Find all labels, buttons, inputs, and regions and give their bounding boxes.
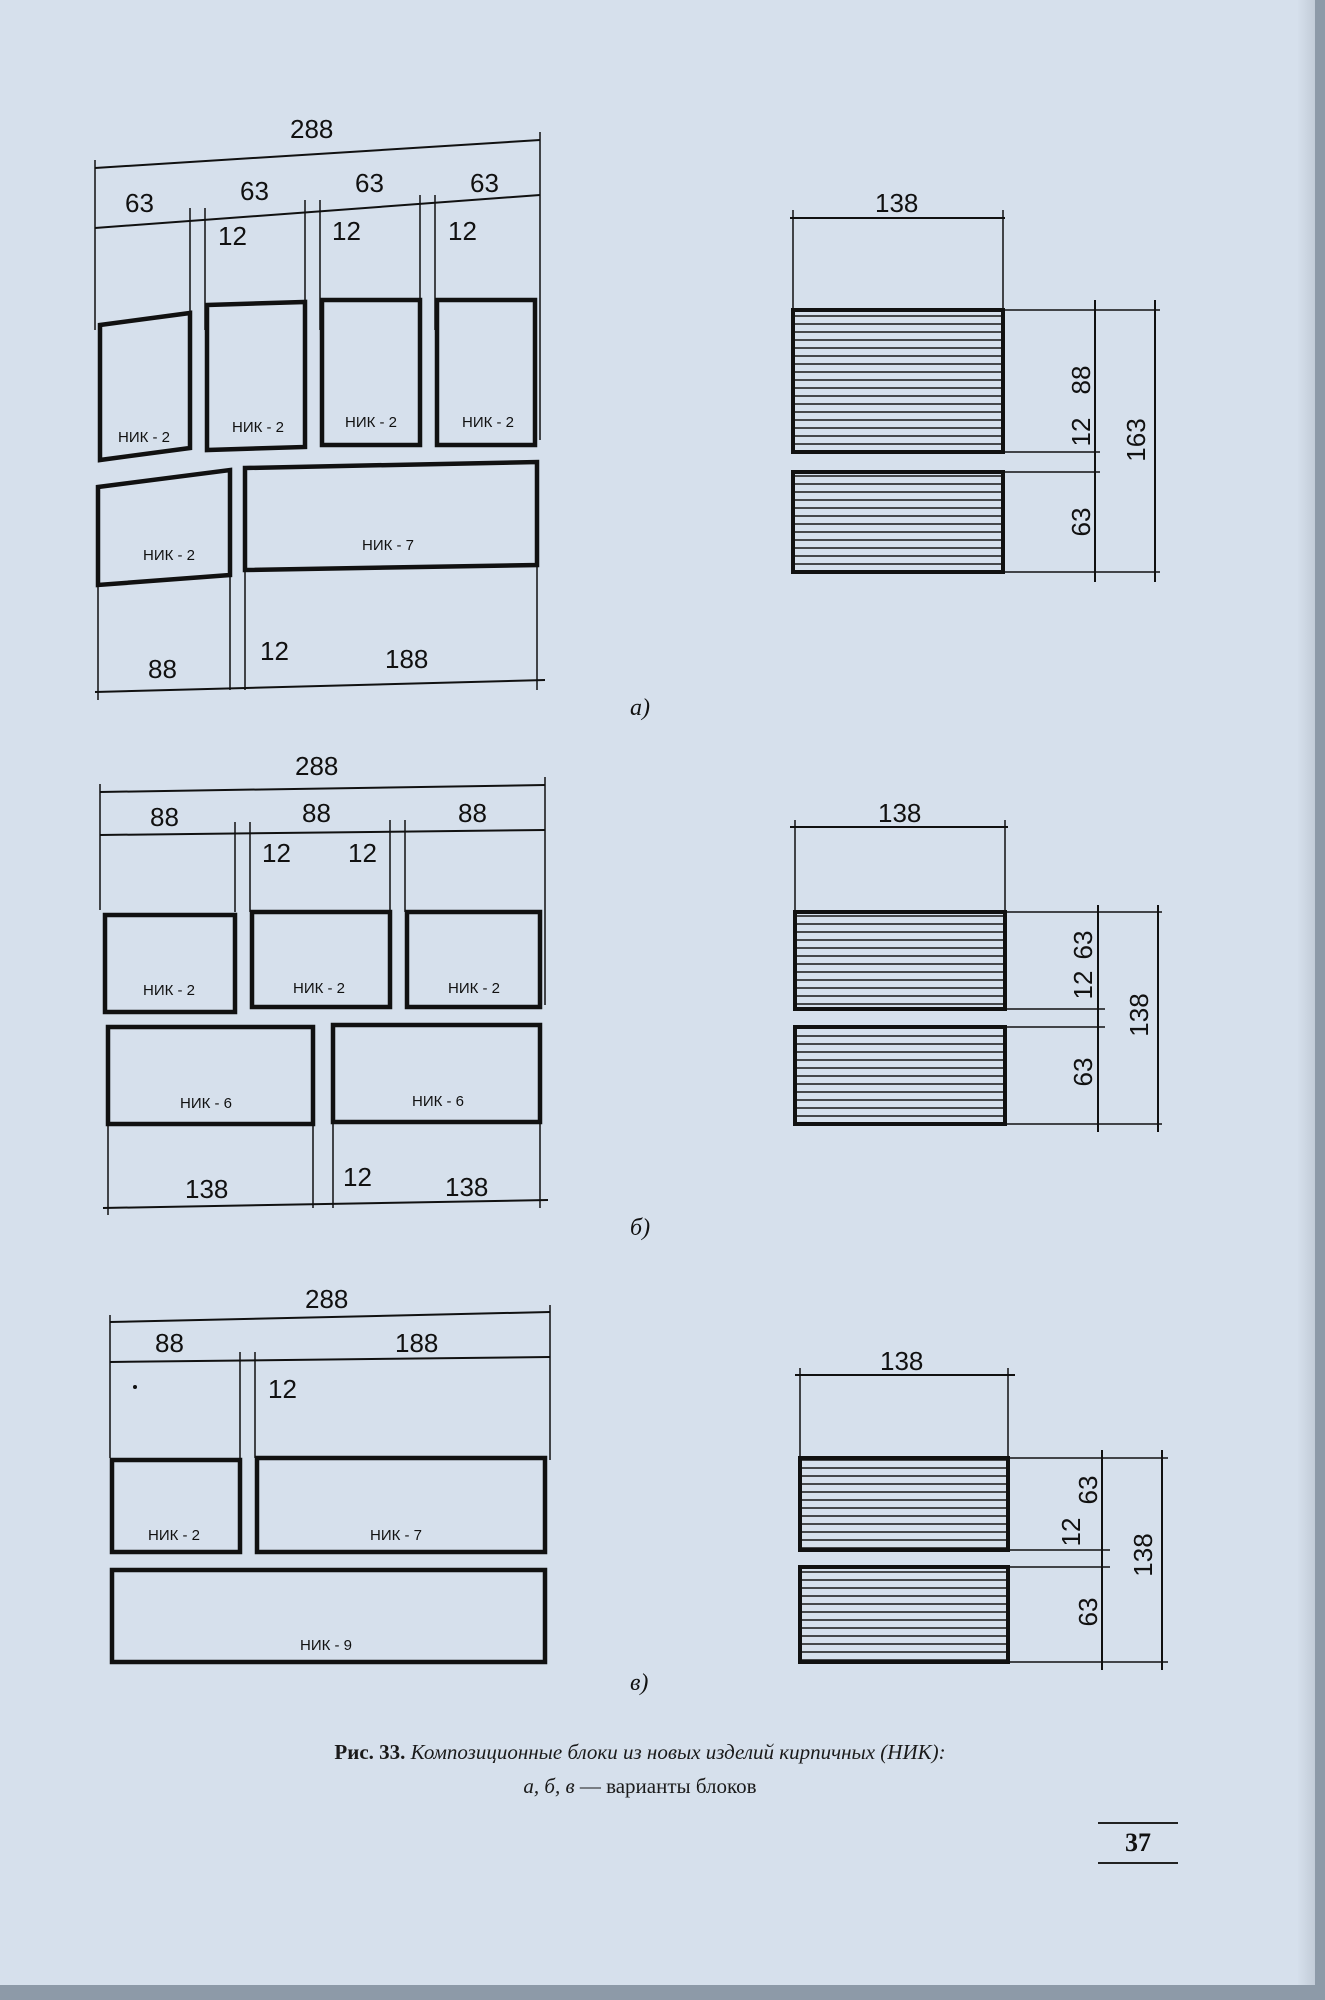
panel-a-labels: 288 63 63 63 63 12 12 12 НИК - 2 НИК - 2… — [118, 114, 1151, 721]
page-number: 37 — [1098, 1822, 1178, 1864]
caption-letters: а, б, в — [523, 1774, 575, 1798]
svg-text:12: 12 — [260, 636, 289, 666]
svg-text:12: 12 — [348, 838, 377, 868]
svg-text:НИК - 2: НИК - 2 — [143, 982, 195, 999]
svg-text:288: 288 — [295, 751, 338, 781]
svg-text:НИК - 7: НИК - 7 — [362, 537, 414, 554]
svg-text:НИК - 2: НИК - 2 — [148, 1527, 200, 1544]
svg-text:88: 88 — [150, 802, 179, 832]
svg-text:НИК - 2: НИК - 2 — [232, 419, 284, 436]
svg-text:12: 12 — [218, 221, 247, 251]
svg-text:НИК - 2: НИК - 2 — [118, 429, 170, 446]
svg-text:12: 12 — [1056, 1518, 1086, 1547]
section-a-upper-course — [791, 308, 1005, 454]
svg-text:288: 288 — [305, 1284, 348, 1314]
svg-text:НИК - 2: НИК - 2 — [462, 414, 514, 431]
svg-text:а): а) — [630, 695, 650, 721]
page-edge-shadow — [1297, 0, 1315, 1985]
svg-text:288: 288 — [290, 114, 333, 144]
section-b-lower-course — [793, 1025, 1007, 1126]
svg-text:63: 63 — [1066, 508, 1096, 537]
svg-text:12: 12 — [332, 216, 361, 246]
svg-text:88: 88 — [302, 798, 331, 828]
svg-text:63: 63 — [240, 176, 269, 206]
svg-text:НИК - 7: НИК - 7 — [370, 1527, 422, 1544]
svg-text:138: 138 — [875, 188, 918, 218]
panel-a-plan — [94, 132, 546, 700]
panel-a-section — [790, 210, 1160, 582]
svg-text:12: 12 — [262, 838, 291, 868]
svg-text:63: 63 — [1073, 1476, 1103, 1505]
section-c-lower-course — [798, 1565, 1010, 1664]
panel-c-labels: 288 88 188 12 НИК - 2 НИК - 7 НИК - 9 в)… — [148, 1284, 1158, 1696]
svg-text:138: 138 — [1128, 1533, 1158, 1576]
svg-text:63: 63 — [1068, 931, 1098, 960]
svg-text:НИК - 2: НИК - 2 — [345, 414, 397, 431]
svg-text:138: 138 — [185, 1174, 228, 1204]
svg-text:63: 63 — [470, 168, 499, 198]
panel-b-labels: 288 88 88 88 12 12 НИК - 2 НИК - 2 НИК -… — [143, 751, 1154, 1241]
svg-text:138: 138 — [1124, 993, 1154, 1036]
figure-caption: Рис. 33. Композиционные блоки из новых и… — [100, 1735, 1180, 1803]
svg-text:12: 12 — [268, 1374, 297, 1404]
caption-dash: — — [574, 1774, 607, 1798]
svg-text:НИК - 6: НИК - 6 — [180, 1095, 232, 1112]
svg-text:12: 12 — [448, 216, 477, 246]
svg-text:НИК - 2: НИК - 2 — [293, 980, 345, 997]
panel-b-plan — [99, 777, 549, 1215]
svg-text:88: 88 — [1066, 366, 1096, 395]
svg-text:88: 88 — [148, 654, 177, 684]
svg-text:138: 138 — [878, 798, 921, 828]
svg-text:188: 188 — [385, 644, 428, 674]
svg-text:88: 88 — [155, 1328, 184, 1358]
section-c-upper-course — [798, 1456, 1010, 1552]
svg-text:88: 88 — [458, 798, 487, 828]
caption-title: Композиционные блоки из новых изделий ки… — [410, 1740, 946, 1764]
section-b-upper-course — [793, 910, 1007, 1011]
svg-text:12: 12 — [343, 1162, 372, 1192]
svg-text:НИК - 2: НИК - 2 — [448, 980, 500, 997]
svg-text:12: 12 — [1066, 418, 1096, 447]
svg-text:63: 63 — [1073, 1598, 1103, 1627]
panel-b-section — [790, 820, 1162, 1132]
svg-text:138: 138 — [880, 1346, 923, 1376]
svg-text:63: 63 — [125, 188, 154, 218]
svg-text:138: 138 — [445, 1172, 488, 1202]
svg-text:12: 12 — [1068, 971, 1098, 1000]
svg-text:188: 188 — [395, 1328, 438, 1358]
svg-text:НИК - 9: НИК - 9 — [300, 1637, 352, 1654]
panel-c-plan — [109, 1305, 551, 1665]
section-a-lower-course — [791, 470, 1005, 574]
caption-number: Рис. 33. — [334, 1740, 406, 1764]
svg-text:163: 163 — [1121, 418, 1151, 461]
svg-text:63: 63 — [355, 168, 384, 198]
svg-text:б): б) — [630, 1215, 650, 1241]
panel-c-section — [795, 1368, 1168, 1670]
svg-text:НИК - 2: НИК - 2 — [143, 547, 195, 564]
svg-text:63: 63 — [1068, 1058, 1098, 1087]
svg-text:НИК - 6: НИК - 6 — [412, 1093, 464, 1110]
caption-text: варианты блоков — [606, 1774, 757, 1798]
svg-text:в): в) — [630, 1670, 648, 1696]
